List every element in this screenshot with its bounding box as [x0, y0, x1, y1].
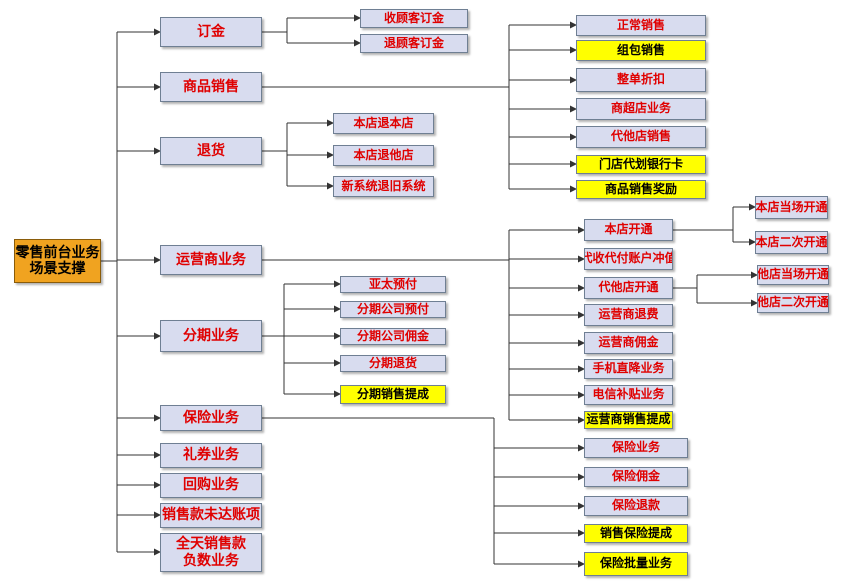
branch-dingjin[interactable]: 订金 [160, 17, 262, 47]
leaf-tuihuo-0[interactable]: 本店退本店 [333, 113, 434, 134]
root-node: 零售前台业务场景支撑 [14, 239, 101, 283]
leaf-fenqi-4[interactable]: 分期销售提成 [340, 385, 446, 404]
leaf-baoxian-2[interactable]: 保险退款 [584, 496, 688, 516]
leaf-dingjin-0[interactable]: 收顾客订金 [360, 9, 468, 28]
leaf-baoxian-4[interactable]: 保险批量业务 [584, 552, 688, 576]
leaf-shangpin-3[interactable]: 商超店业务 [576, 98, 706, 120]
leaf-shangpin-0[interactable]: 正常销售 [576, 15, 706, 36]
branch-weida[interactable]: 销售款未达账项 [160, 503, 262, 528]
leaf-fenqi-1[interactable]: 分期公司预付 [340, 301, 446, 318]
branch-fushu[interactable]: 全天销售款负数业务 [160, 533, 262, 572]
branch-fenqi[interactable]: 分期业务 [160, 320, 262, 352]
subleaf-bendian-1[interactable]: 本店二次开通 [755, 231, 828, 254]
branch-liquan[interactable]: 礼券业务 [160, 443, 262, 468]
leaf-fenqi-2[interactable]: 分期公司佣金 [340, 328, 446, 345]
leaf-fenqi-3[interactable]: 分期退货 [340, 355, 446, 372]
leaf-dingjin-1[interactable]: 退顾客订金 [360, 34, 468, 53]
leaf-shangpin-4[interactable]: 代他店销售 [576, 126, 706, 148]
leaf-yunying-4[interactable]: 运营商佣金 [584, 332, 673, 354]
leaf-baoxian-1[interactable]: 保险佣金 [584, 467, 688, 487]
leaf-shangpin-1[interactable]: 组包销售 [576, 40, 706, 61]
subleaf-tadian-0[interactable]: 他店当场开通 [757, 265, 829, 285]
leaf-tuihuo-1[interactable]: 本店退他店 [333, 145, 434, 166]
leaf-shangpin-2[interactable]: 整单折扣 [576, 68, 706, 92]
branch-yunying[interactable]: 运营商业务 [160, 245, 262, 275]
branch-huigou[interactable]: 回购业务 [160, 473, 262, 498]
branch-tuihuo[interactable]: 退货 [160, 137, 262, 165]
subleaf-bendian-0[interactable]: 本店当场开通 [755, 196, 828, 219]
leaf-shangpin-6[interactable]: 商品销售奖励 [576, 180, 706, 199]
leaf-yunying-0[interactable]: 本店开通 [584, 219, 673, 241]
leaf-yunying-7[interactable]: 运营商销售提成 [584, 411, 673, 429]
leaf-tuihuo-2[interactable]: 新系统退旧系统 [333, 176, 434, 197]
subleaf-tadian-1[interactable]: 他店二次开通 [757, 293, 829, 313]
leaf-yunying-1[interactable]: 代收代付账户冲值 [584, 248, 673, 270]
branch-shangpin[interactable]: 商品销售 [160, 72, 262, 102]
leaf-yunying-6[interactable]: 电信补贴业务 [584, 385, 673, 405]
leaf-shangpin-5[interactable]: 门店代划银行卡 [576, 155, 706, 174]
leaf-yunying-3[interactable]: 运营商退费 [584, 304, 673, 326]
leaf-fenqi-0[interactable]: 亚太预付 [340, 276, 446, 293]
leaf-baoxian-0[interactable]: 保险业务 [584, 438, 688, 458]
branch-baoxian[interactable]: 保险业务 [160, 405, 262, 431]
leaf-yunying-2[interactable]: 代他店开通 [584, 277, 673, 299]
leaf-baoxian-3[interactable]: 销售保险提成 [584, 524, 688, 543]
leaf-yunying-5[interactable]: 手机直降业务 [584, 359, 673, 379]
